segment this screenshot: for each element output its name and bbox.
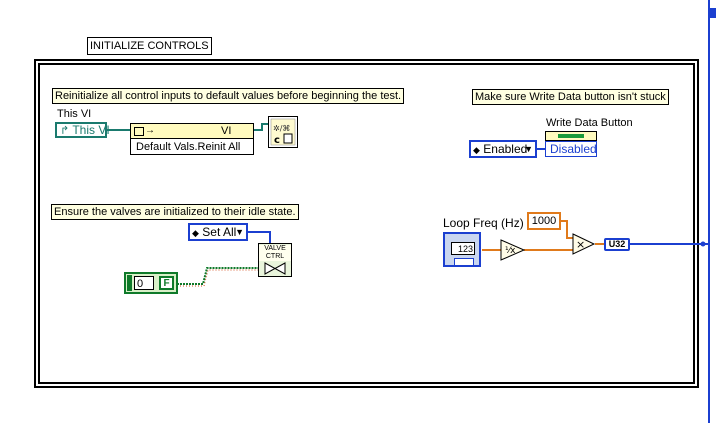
enum-dropdown-icon: ▼	[524, 144, 533, 154]
ref-out-arrow-icon: →	[145, 125, 155, 136]
valve-ctrl-line2: CTRL	[259, 253, 291, 261]
sequence-frame-outer	[34, 59, 699, 388]
loop-freq-indicator: 123	[451, 242, 475, 255]
this-vi-reference[interactable]: ↱ This VI	[55, 122, 110, 138]
wire-1000	[560, 220, 573, 239]
loop-freq-label: Loop Freq (Hz)	[443, 216, 524, 230]
ref-in-icon	[134, 127, 144, 136]
cluster-bool: F	[159, 276, 174, 290]
enum-inc-dec-icon: ◆	[473, 145, 480, 155]
set-all-inc-dec-icon: ◆	[192, 228, 199, 238]
enabled-enum-constant[interactable]: ◆ Enabled ▼	[469, 140, 537, 158]
enabled-enum-text: Enabled	[483, 142, 528, 156]
close-reference-icon[interactable]: ✲/⌘ c	[268, 116, 298, 148]
cluster-index-arrows-icon	[127, 275, 132, 291]
cluster-index: 0	[134, 276, 154, 290]
right-edge-wire	[708, 0, 710, 423]
svg-text:×: ×	[576, 238, 585, 251]
to-u32-conversion[interactable]: U32	[604, 238, 630, 251]
reference-arrow-icon: ↱	[60, 125, 70, 137]
set-all-dropdown-icon: ▼	[235, 227, 244, 237]
valve-icon	[264, 262, 286, 275]
wire-invoke-out	[254, 123, 268, 131]
svg-text:✲/⌘: ✲/⌘	[273, 124, 290, 133]
comment-reinit: Reinitialize all control inputs to defau…	[52, 88, 405, 104]
sequence-frame-inner	[38, 63, 695, 384]
close-reference-glyph: ✲/⌘ c	[270, 118, 296, 146]
set-all-enum-constant[interactable]: ◆ Set All ▼	[188, 223, 248, 241]
valve-ctrl-line1: VALVE	[259, 245, 291, 253]
invoke-node-method: Default Vals.Reinit All	[136, 141, 241, 153]
svg-text:⅟x: ⅟x	[505, 246, 516, 256]
write-data-label: Write Data Button	[546, 117, 633, 129]
comment-valves: Ensure the valves are initialized to the…	[51, 204, 299, 220]
multiply-primitive[interactable]: ×	[572, 233, 596, 255]
invoke-node[interactable]: → VI Default Vals.Reinit All	[130, 123, 254, 155]
invoke-node-header: → VI	[131, 124, 253, 139]
this-vi-ref-text: This VI	[72, 123, 110, 137]
svg-text:c: c	[274, 135, 280, 146]
write-data-bar-icon	[558, 134, 584, 138]
scroll-marker[interactable]	[708, 8, 716, 18]
reciprocal-primitive[interactable]: ⅟x	[500, 239, 526, 261]
loop-freq-control[interactable]: 123	[443, 232, 481, 267]
write-data-property-header	[545, 131, 597, 141]
write-data-disabled-property[interactable]: Disabled	[545, 141, 597, 157]
wire-cluster	[177, 267, 258, 285]
comment-write-data: Make sure Write Data button isn't stuck	[472, 89, 669, 105]
const-1000[interactable]: 1000	[527, 212, 561, 230]
loop-freq-type-icon	[454, 258, 474, 266]
this-vi-label: This VI	[57, 108, 92, 120]
frame-label: INITIALIZE CONTROLS	[87, 37, 212, 55]
cluster-constant[interactable]: 0 F	[124, 272, 178, 294]
wire-set-all	[248, 231, 271, 244]
wire-junction	[700, 241, 706, 247]
invoke-node-class: VI	[221, 125, 232, 137]
valve-ctrl-subvi[interactable]: VALVE CTRL	[258, 243, 292, 277]
set-all-text: Set All	[202, 225, 237, 239]
